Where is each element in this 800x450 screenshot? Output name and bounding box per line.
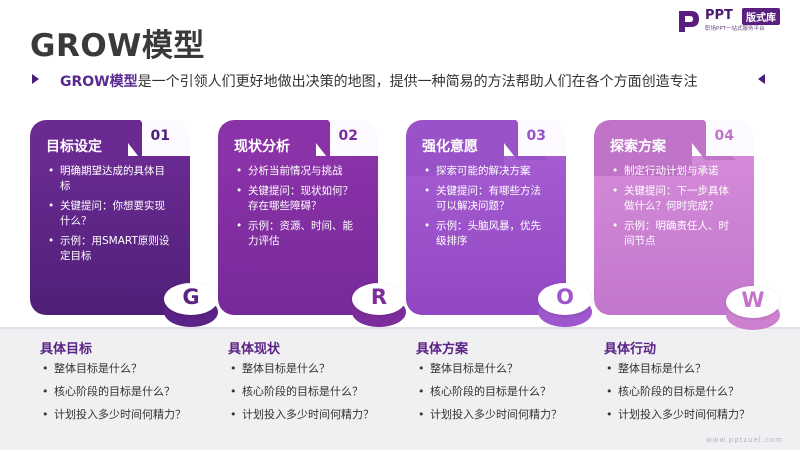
- card-number: 02: [338, 128, 358, 144]
- list-item: 分析当前情况与挑战: [236, 164, 362, 179]
- bottom-list: 整体目标是什么？ 核心阶段的目标是什么？ 计划投入多少时间何精力？: [40, 362, 220, 422]
- list-item: 明确期望达成的具体目标: [48, 164, 174, 194]
- disc-letter: G: [182, 285, 200, 309]
- list-item: 关键提问：下一步具体做什么？何时完成？: [612, 184, 738, 214]
- disc-letter: W: [741, 288, 765, 312]
- subtitle-row: GROW模型是一个引领人们更好地做出决策的地图，提供一种简易的方法帮助人们在各个…: [0, 68, 800, 92]
- list-item: 计划投入多少时间何精力？: [604, 408, 784, 422]
- disc-letter-g: G: [164, 283, 218, 327]
- logo-tagline: 职场PPT一站式服务平台: [705, 26, 765, 32]
- logo-p-icon: [679, 11, 699, 32]
- list-item: 整体目标是什么？: [604, 362, 784, 376]
- brand-logo: PPT 版式库 职场PPT一站式服务平台: [676, 6, 794, 36]
- bottom-column-options: 具体方案 整体目标是什么？ 核心阶段的目标是什么？ 计划投入多少时间何精力？: [416, 338, 596, 431]
- disc-letter-o: O: [538, 283, 592, 327]
- list-item: 示例：资源、时间、能力评估: [236, 219, 362, 249]
- list-item: 计划投入多少时间何精力？: [228, 408, 408, 422]
- card-title: 探索方案: [610, 139, 666, 155]
- card-title: 强化意愿: [422, 139, 478, 155]
- card-reality: 现状分析 02 分析当前情况与挑战 关键提问：现状如何？存在哪些障碍？ 示例：资…: [218, 120, 378, 315]
- subtitle-highlight: GROW模型: [60, 74, 138, 90]
- list-item: 核心阶段的目标是什么？: [40, 385, 220, 399]
- logo-badge: 版式库: [742, 8, 780, 25]
- list-item: 关键提问：你想要实现什么？: [48, 199, 174, 229]
- subtitle-text: 是一个引领人们更好地做出决策的地图，提供一种简易的方法帮助人们在各个方面创造专注: [137, 74, 698, 90]
- card-title: 现状分析: [234, 139, 290, 155]
- list-item: 探索可能的解决方案: [424, 164, 550, 179]
- list-item: 计划投入多少时间何精力？: [40, 408, 220, 422]
- list-item: 整体目标是什么？: [416, 362, 596, 376]
- bottom-list: 整体目标是什么？ 核心阶段的目标是什么？ 计划投入多少时间何精力？: [604, 362, 784, 422]
- list-item: 示例：用SMART原则设定目标: [48, 234, 174, 264]
- disc-letter: O: [556, 285, 574, 309]
- bottom-title: 具体行动: [604, 342, 657, 357]
- watermark: www.pptzuel.com: [706, 436, 783, 444]
- logo-ppt-text: PPT: [705, 8, 733, 23]
- card-options: 强化意愿 03 探索可能的解决方案 关键提问：有哪些方法可以解决问题？ 示例：头…: [406, 120, 566, 315]
- bottom-list: 整体目标是什么？ 核心阶段的目标是什么？ 计划投入多少时间何精力？: [228, 362, 408, 422]
- list-item: 核心阶段的目标是什么？: [604, 385, 784, 399]
- list-item: 示例：头脑风暴，优先级排序: [424, 219, 550, 249]
- card-list: 制定行动计划与承诺 关键提问：下一步具体做什么？何时完成？ 示例：明确责任人、时…: [612, 164, 738, 254]
- triangle-left-icon: [758, 74, 765, 84]
- list-item: 制定行动计划与承诺: [612, 164, 738, 179]
- bottom-column-goal: 具体目标 整体目标是什么？ 核心阶段的目标是什么？ 计划投入多少时间何精力？: [40, 338, 220, 431]
- bottom-column-will: 具体行动 整体目标是什么？ 核心阶段的目标是什么？ 计划投入多少时间何精力？: [604, 338, 784, 431]
- triangle-right-icon: [32, 74, 39, 84]
- disc-letter-w: W: [726, 286, 780, 330]
- list-item: 计划投入多少时间何精力？: [416, 408, 596, 422]
- bottom-title: 具体方案: [416, 342, 469, 357]
- bottom-column-reality: 具体现状 整体目标是什么？ 核心阶段的目标是什么？ 计划投入多少时间何精力？: [228, 338, 408, 431]
- card-list: 明确期望达成的具体目标 关键提问：你想要实现什么？ 示例：用SMART原则设定目…: [48, 164, 174, 269]
- card-number: 04: [714, 128, 734, 144]
- list-item: 整体目标是什么？: [40, 362, 220, 376]
- bottom-title: 具体现状: [228, 342, 281, 357]
- subtitle: GROW模型是一个引领人们更好地做出决策的地图，提供一种简易的方法帮助人们在各个…: [60, 71, 698, 91]
- list-item: 核心阶段的目标是什么？: [416, 385, 596, 399]
- card-will: 探索方案 04 制定行动计划与承诺 关键提问：下一步具体做什么？何时完成？ 示例…: [594, 120, 754, 315]
- card-number: 03: [526, 128, 546, 144]
- card-goal: 目标设定 01 明确期望达成的具体目标 关键提问：你想要实现什么？ 示例：用SM…: [30, 120, 190, 315]
- bottom-list: 整体目标是什么？ 核心阶段的目标是什么？ 计划投入多少时间何精力？: [416, 362, 596, 422]
- bottom-title: 具体目标: [40, 342, 93, 357]
- list-item: 核心阶段的目标是什么？: [228, 385, 408, 399]
- disc-letter: R: [370, 285, 388, 309]
- card-list: 探索可能的解决方案 关键提问：有哪些方法可以解决问题？ 示例：头脑风暴，优先级排…: [424, 164, 550, 254]
- list-item: 关键提问：现状如何？存在哪些障碍？: [236, 184, 362, 214]
- list-item: 示例：明确责任人、时间节点: [612, 219, 738, 249]
- card-list: 分析当前情况与挑战 关键提问：现状如何？存在哪些障碍？ 示例：资源、时间、能力评…: [236, 164, 362, 254]
- list-item: 关键提问：有哪些方法可以解决问题？: [424, 184, 550, 214]
- page-title: GROW模型: [30, 28, 205, 64]
- list-item: 整体目标是什么？: [228, 362, 408, 376]
- disc-letter-r: R: [352, 283, 406, 327]
- card-number: 01: [150, 128, 170, 144]
- card-title: 目标设定: [46, 139, 102, 155]
